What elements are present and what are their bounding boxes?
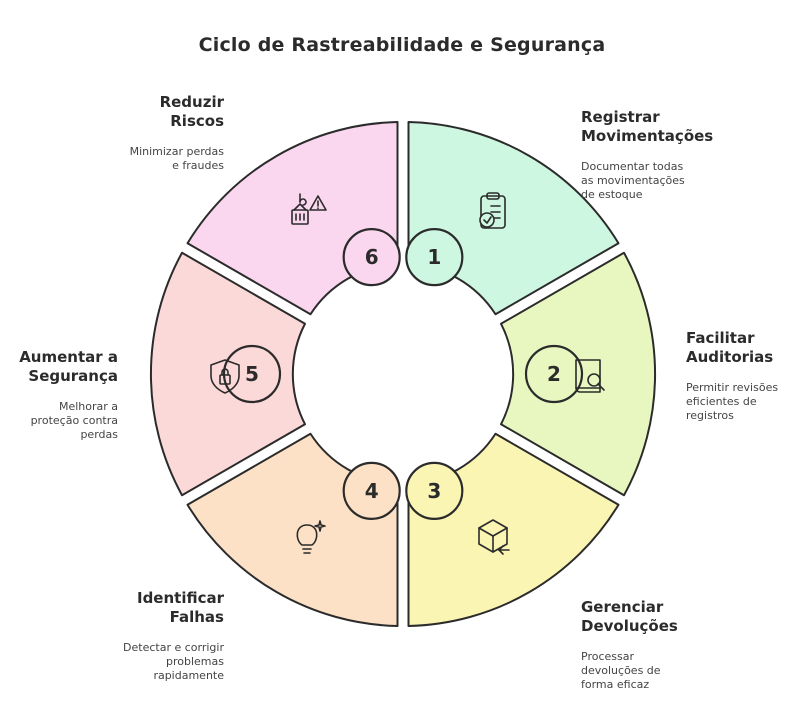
step-number-6: 6 bbox=[365, 245, 379, 269]
step-6-title-line-1: Reduzir bbox=[159, 93, 224, 111]
step-3-desc-line-1: Processar bbox=[581, 650, 634, 663]
step-2-desc-line-1: Permitir revisões bbox=[686, 381, 779, 394]
step-5-desc-line-1: Melhorar a bbox=[58, 400, 118, 413]
step-1-title-line-2: Movimentações bbox=[581, 127, 714, 145]
step-4-title-line-2: Falhas bbox=[169, 608, 224, 626]
step-1-desc-line-1: Documentar todas bbox=[581, 160, 684, 173]
step-badge-6 bbox=[342, 228, 401, 287]
book-search-icon bbox=[575, 359, 605, 393]
step-3-desc-line-3: forma eficaz bbox=[581, 678, 650, 691]
step-4-desc-line-3: rapidamente bbox=[153, 669, 224, 682]
step-number-5: 5 bbox=[245, 362, 259, 386]
step-number-4: 4 bbox=[365, 479, 379, 503]
step-2-desc-line-3: registros bbox=[686, 409, 734, 422]
step-2-title-line-1: Facilitar bbox=[686, 329, 755, 347]
step-6-desc-line-2: e fraudes bbox=[172, 159, 224, 172]
step-1-title-line-1: Registrar bbox=[581, 108, 660, 126]
shield-lock-icon bbox=[210, 359, 240, 394]
lightbulb-sparkle-icon bbox=[296, 520, 326, 554]
step-1-desc-line-3: de estoque bbox=[581, 188, 643, 201]
step-5-desc-line-2: proteção contra bbox=[30, 414, 118, 427]
step-6-title-line-2: Riscos bbox=[170, 112, 224, 130]
step-number-1: 1 bbox=[427, 245, 441, 269]
diagram-title: Ciclo de Rastreabilidade e Segurança bbox=[198, 34, 606, 56]
step-3-title-line-1: Gerenciar bbox=[581, 598, 664, 616]
step-2-desc-line-2: eficientes de bbox=[686, 395, 757, 408]
step-badge-5 bbox=[222, 344, 282, 404]
step-5-title-line-2: Segurança bbox=[28, 367, 118, 385]
step-badge-4 bbox=[342, 461, 401, 520]
hoist-warning-icon bbox=[291, 193, 327, 225]
step-badge-1 bbox=[405, 228, 464, 287]
step-3-desc-line-2: devoluções de bbox=[581, 664, 661, 677]
clipboard-check-icon bbox=[479, 192, 506, 229]
step-2-title-line-2: Auditorias bbox=[686, 348, 774, 366]
step-4-title-line-1: Identificar bbox=[136, 589, 224, 607]
step-number-3: 3 bbox=[427, 479, 441, 503]
step-badge-3 bbox=[405, 461, 464, 520]
step-4-desc-line-1: Detectar e corrigir bbox=[123, 641, 224, 654]
step-4-desc-line-2: problemas bbox=[166, 655, 224, 668]
step-badge-2 bbox=[524, 344, 584, 404]
step-1-desc-line-2: as movimentações bbox=[581, 174, 685, 187]
box-return-icon bbox=[478, 519, 510, 555]
step-5-desc-line-3: perdas bbox=[80, 428, 118, 441]
step-3-title-line-2: Devoluções bbox=[581, 617, 678, 635]
step-5-title-line-1: Aumentar a bbox=[19, 348, 118, 366]
step-number-2: 2 bbox=[547, 362, 561, 386]
step-6-desc-line-1: Minimizar perdas bbox=[129, 145, 224, 158]
